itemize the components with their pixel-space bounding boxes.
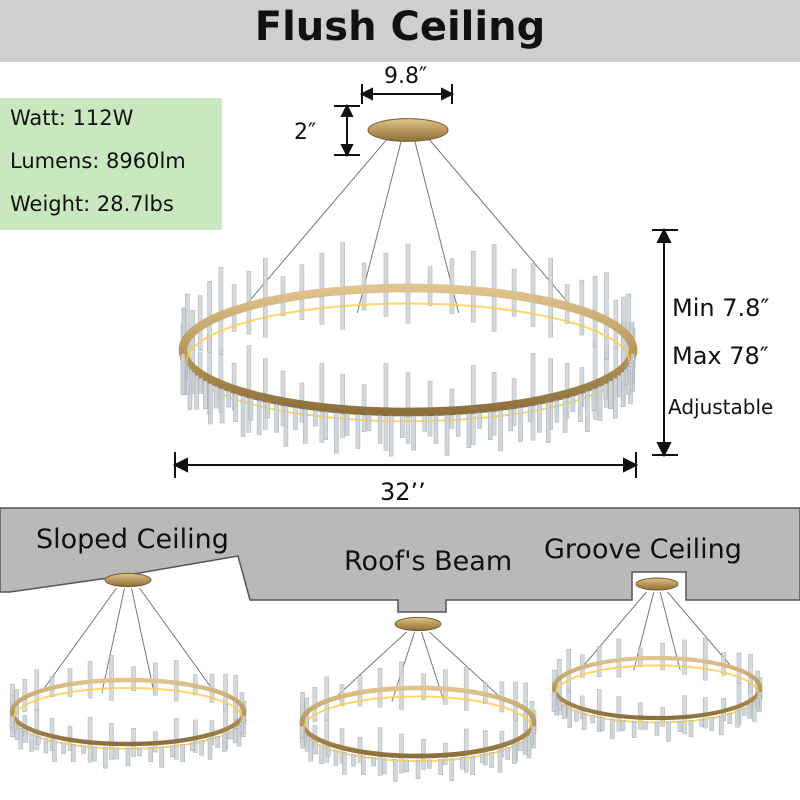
roofs-beam-label: Roof's Beam [344,546,513,577]
canopy-width-dimension [359,84,455,104]
main-chandelier [178,118,638,457]
adjustable-label: Adjustable [668,395,774,419]
hanging-height-dimension [652,227,678,458]
canopy-height-dimension [334,103,360,158]
canopy-width-label: 9.8″ [384,64,428,89]
spec-watt: Watt: 112W [10,106,134,130]
spec-lumens: Lumens: 8960lm [10,149,186,173]
diameter-label: 32’’ [380,478,426,506]
groove-chandelier [551,577,763,742]
title-bar [0,0,800,62]
diameter-dimension [172,452,639,478]
spec-weight: Weight: 28.7lbs [10,192,174,216]
max-height-label: Max 78″ [672,342,769,370]
page-title: Flush Ceiling [254,4,546,50]
sloped-ceiling-label: Sloped Ceiling [36,524,229,555]
min-height-label: Min 7.8″ [672,294,770,322]
beam-chandelier [299,616,537,782]
groove-ceiling-label: Groove Ceiling [544,534,742,565]
canopy-height-label: 2″ [294,120,317,145]
ceiling-profile [0,507,800,613]
sloped-chandelier [9,572,247,769]
spec-box [0,98,222,230]
